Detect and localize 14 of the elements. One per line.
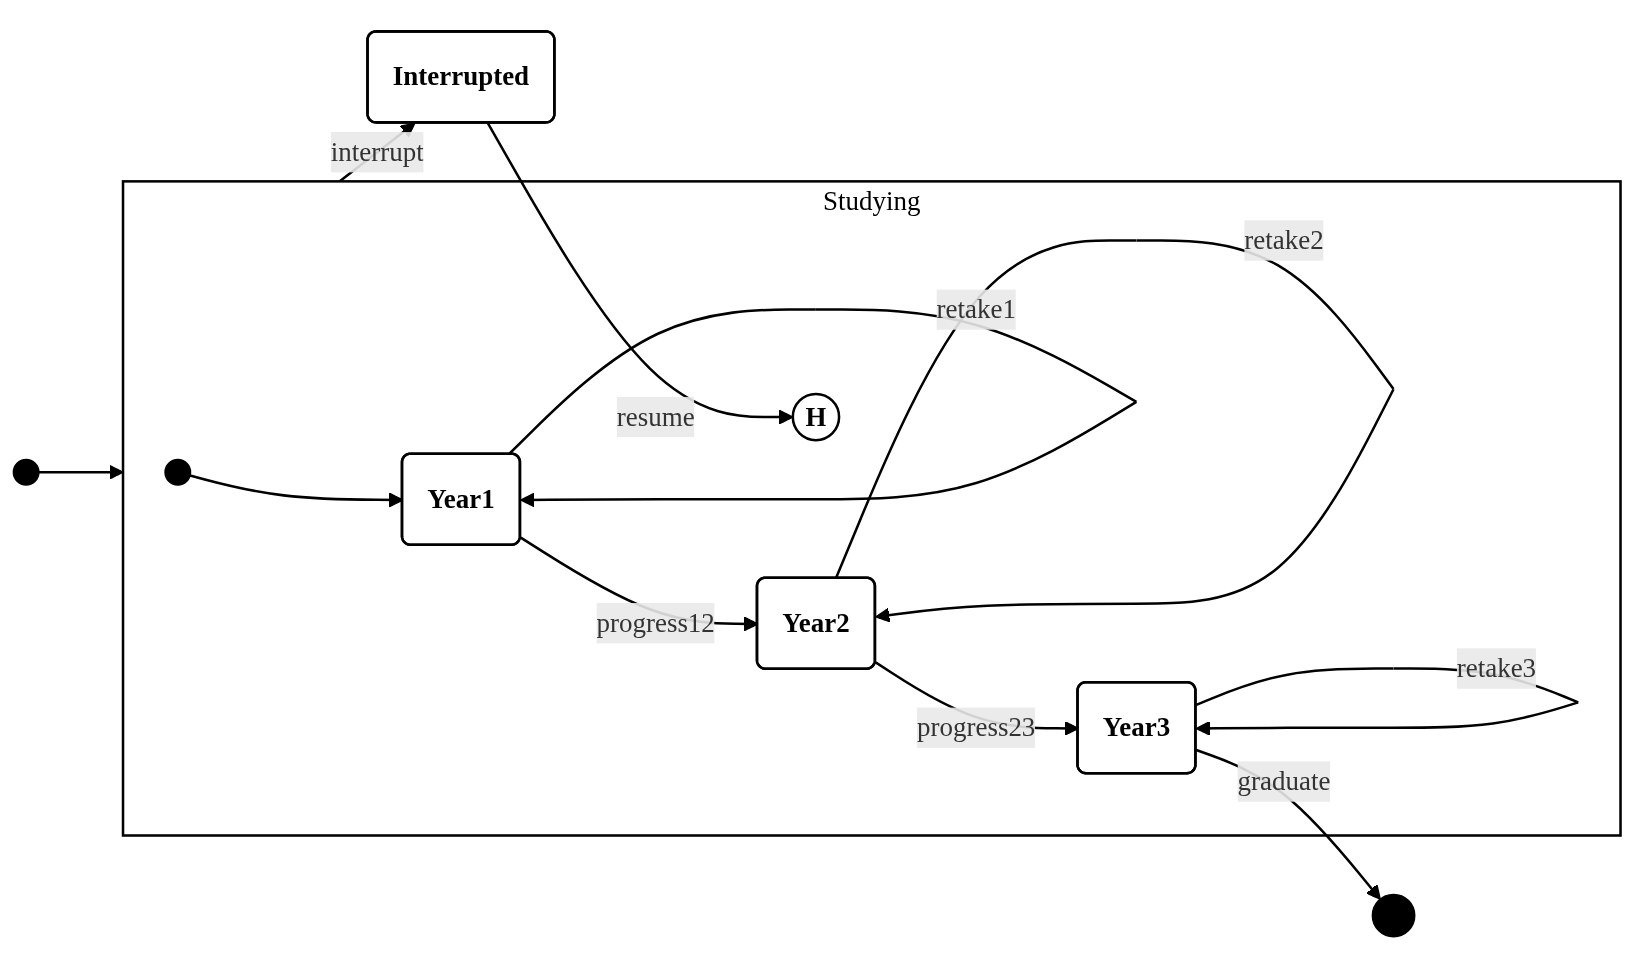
edge-label: retake1 [936, 294, 1016, 324]
edge-label: graduate [1237, 766, 1331, 796]
edge-label: resume [616, 401, 695, 431]
edge-label: interrupt [330, 137, 424, 166]
edge-label: retake3 [1456, 653, 1537, 683]
node-circle [12, 458, 40, 486]
arrow [38, 464, 124, 480]
edge-label: progress12 [596, 608, 715, 637]
node-circle [1371, 893, 1416, 938]
node-circle: H [791, 392, 841, 442]
edge-label: retake2 [1244, 225, 1324, 254]
node-circle [164, 458, 192, 486]
arrow [1195, 748, 1381, 900]
edge-label: progress23 [917, 712, 1036, 742]
